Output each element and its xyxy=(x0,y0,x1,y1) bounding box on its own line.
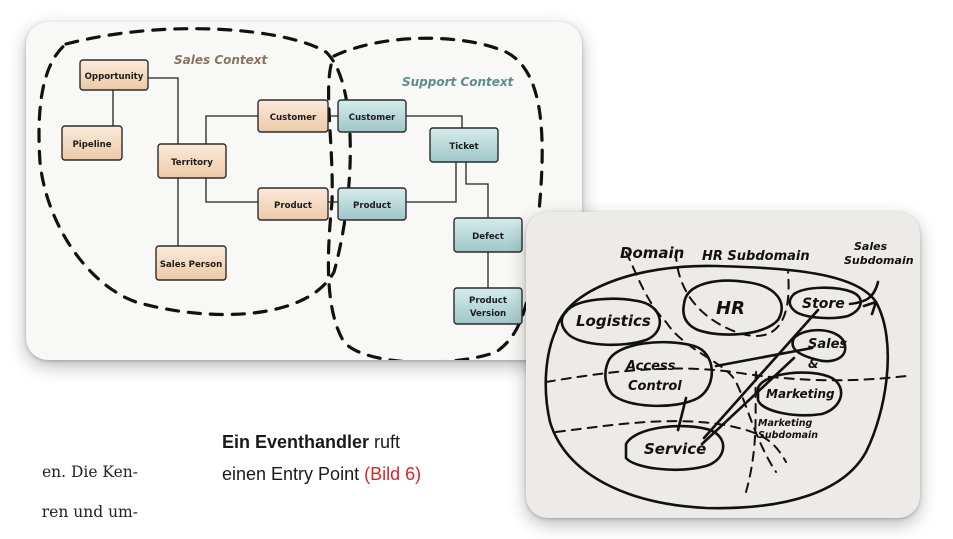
node-sales-customer: Customer xyxy=(257,99,329,133)
svg-text:Customer: Customer xyxy=(349,113,396,123)
caption-rest: ruft xyxy=(369,432,401,452)
domain-outline xyxy=(544,264,890,510)
svg-text:Product: Product xyxy=(274,201,312,211)
node-support-product: Product xyxy=(337,187,407,221)
node-product-version: Product Version xyxy=(453,287,523,325)
context-map-svg: Sales Context Support Context Opportunit… xyxy=(37,27,544,360)
label-sales-subdomain-2: Subdomain xyxy=(844,254,914,267)
caption-line-2: einen Entry Point (Bild 6) xyxy=(222,458,522,490)
node-support-customer: Customer xyxy=(337,99,407,133)
logistics-blob xyxy=(560,297,662,347)
node-territory: Territory xyxy=(157,143,227,179)
figure-caption: Ein Eventhandler ruft einen Entry Point … xyxy=(222,426,522,490)
label-marketing-subdomain-2: Subdomain xyxy=(758,430,818,441)
body-text-line-2: ren und um- xyxy=(41,503,138,521)
svg-text:Opportunity: Opportunity xyxy=(85,72,144,82)
svg-text:Ticket: Ticket xyxy=(449,142,478,152)
access-control-blob xyxy=(604,340,714,408)
sketch-svg: Domain HR Subdomain Sales Subdomain Logi… xyxy=(544,240,914,510)
sales-context-boundary xyxy=(37,27,352,317)
svg-text:Product: Product xyxy=(469,296,507,306)
label-domain: Domain xyxy=(620,244,684,262)
node-opportunity: Opportunity xyxy=(79,59,149,91)
label-ampersand: & xyxy=(808,357,818,371)
node-defect: Defect xyxy=(453,217,523,253)
whiteboard-sketch: Domain HR Subdomain Sales Subdomain Logi… xyxy=(526,212,920,518)
label-hr-subdomain: HR Subdomain xyxy=(702,249,810,264)
sales-blob xyxy=(791,328,847,363)
svg-text:Version: Version xyxy=(470,309,506,319)
node-sales-product: Product xyxy=(257,187,329,221)
hr-blob xyxy=(682,279,783,336)
label-store: Store xyxy=(802,296,845,312)
sales-context-title: Sales Context xyxy=(174,53,269,67)
body-text-line-1: en. Die Ken- xyxy=(41,463,138,481)
svg-text:Product: Product xyxy=(353,201,391,211)
caption-bold: Ein Eventhandler xyxy=(222,432,370,452)
label-access-1: Access xyxy=(625,359,676,374)
caption-line2-text: einen Entry Point xyxy=(222,464,365,484)
context-map-diagram: Sales Context Support Context Opportunit… xyxy=(26,22,582,360)
svg-text:Pipeline: Pipeline xyxy=(72,140,111,150)
label-sales-subdomain-1: Sales xyxy=(854,240,888,253)
label-sales: Sales xyxy=(808,337,847,352)
label-service: Service xyxy=(644,440,706,458)
figure-reference: (Bild 6) xyxy=(364,464,422,484)
node-ticket: Ticket xyxy=(429,127,499,163)
label-marketing-subdomain-1: Marketing xyxy=(758,418,813,429)
svg-text:Territory: Territory xyxy=(171,158,213,168)
label-marketing: Marketing xyxy=(766,387,835,401)
svg-text:Defect: Defect xyxy=(472,232,504,242)
label-hr: HR xyxy=(716,298,745,319)
node-sales-person: Sales Person xyxy=(155,245,227,281)
service-blob xyxy=(624,424,725,471)
svg-text:Sales Person: Sales Person xyxy=(160,260,222,270)
support-context-title: Support Context xyxy=(402,75,515,89)
caption-line-1: Ein Eventhandler ruft xyxy=(222,426,522,458)
marketing-blob xyxy=(756,371,843,417)
node-pipeline: Pipeline xyxy=(61,125,123,161)
label-access-2: Control xyxy=(628,379,682,394)
label-logistics: Logistics xyxy=(576,312,651,330)
svg-text:Customer: Customer xyxy=(270,113,317,123)
store-blob xyxy=(788,286,862,320)
